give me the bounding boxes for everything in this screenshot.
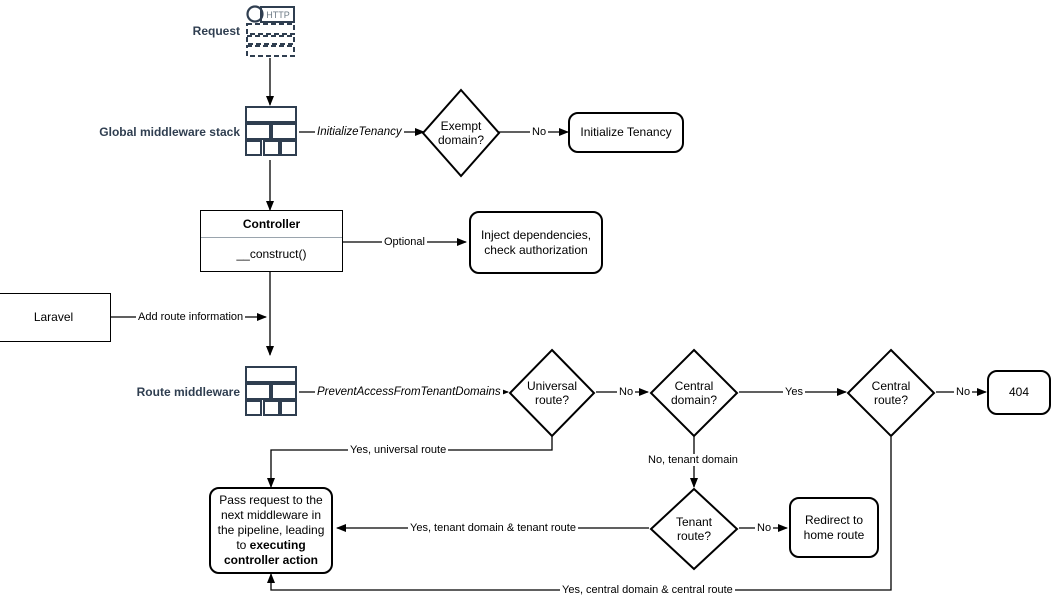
decision-exempt-domain-text: Exempt domain?: [421, 88, 501, 178]
edge-label-universal-no: No: [617, 386, 636, 398]
decision-central-route-text: Central route?: [846, 348, 936, 438]
node-pass-request-line4-prefix: to: [236, 538, 250, 552]
node-laravel-label: Laravel: [33, 310, 74, 324]
edge-label-optional: Optional: [382, 236, 427, 248]
node-404[interactable]: 404: [987, 370, 1051, 415]
node-controller-method: __construct(): [236, 247, 307, 261]
node-controller[interactable]: Controller __construct(): [200, 210, 343, 272]
request-label: Request: [192, 24, 240, 38]
node-redirect-home[interactable]: Redirect to home route: [789, 497, 879, 558]
node-pass-request-text: Pass request to the next middleware in t…: [218, 493, 325, 568]
decision-tenant-route-text: Tenant route?: [649, 487, 739, 571]
edge-label-prevent-access: PreventAccessFromTenantDomains: [315, 386, 503, 398]
node-laravel[interactable]: Laravel: [0, 293, 111, 342]
decision-universal-route-text: Universal route?: [508, 348, 596, 438]
edge-label-yes-tenant-domain-tenant-route: Yes, tenant domain & tenant route: [408, 522, 578, 534]
decision-central-route[interactable]: Central route?: [846, 348, 936, 438]
node-pass-request-line3: the pipeline, leading: [217, 523, 325, 537]
decision-tenant-route[interactable]: Tenant route?: [649, 487, 739, 571]
node-controller-title: Controller: [201, 211, 342, 238]
node-initialize-tenancy-label: Initialize Tenancy: [580, 125, 672, 139]
decision-central-domain-line: Central domain?: [670, 378, 718, 407]
decision-central-route-line: Central route?: [871, 378, 911, 407]
edge-label-central-route-no: No: [954, 386, 973, 398]
decision-exempt-domain-line: Exempt domain?: [437, 118, 485, 147]
node-404-label: 404: [1008, 385, 1030, 399]
global-middleware-stack-label: Global middleware stack: [99, 125, 240, 139]
decision-central-domain[interactable]: Central domain?: [649, 348, 739, 438]
edge-label-yes-central-domain-central-route: Yes, central domain & central route: [560, 584, 735, 596]
middleware-stack-icon-global: [245, 106, 297, 156]
edge-label-yes-universal-route: Yes, universal route: [348, 444, 449, 456]
middleware-stack-icon-route: [245, 366, 297, 416]
edge-label-no-tenant-domain: No, tenant domain: [646, 454, 740, 466]
decision-tenant-route-line: Tenant route?: [675, 514, 713, 543]
node-pass-request-bold1: executing: [249, 538, 306, 552]
node-pass-request-line2: next middleware in: [220, 508, 322, 522]
node-redirect-home-label: Redirect to home route: [803, 512, 865, 542]
http-request-icon: HTTP: [246, 4, 296, 58]
edge-label-exempt-no: No: [530, 126, 549, 138]
decision-universal-route-line: Universal route?: [526, 378, 577, 407]
edge-label-tenant-route-no: No: [755, 522, 774, 534]
decision-central-domain-text: Central domain?: [649, 348, 739, 438]
http-icon-label: HTTP: [266, 9, 290, 20]
node-pass-request-bold2: controller action: [223, 553, 318, 567]
decision-exempt-domain[interactable]: Exempt domain?: [421, 88, 501, 178]
node-inject-dependencies[interactable]: Inject dependencies, check authorization: [469, 211, 603, 274]
edge-label-add-route-information: Add route information: [136, 311, 246, 323]
node-inject-dependencies-label: Inject dependencies, check authorization: [480, 227, 592, 257]
edge-label-initialize-tenancy: InitializeTenancy: [315, 126, 404, 138]
node-initialize-tenancy[interactable]: Initialize Tenancy: [568, 112, 684, 153]
node-pass-request[interactable]: Pass request to the next middleware in t…: [209, 487, 333, 574]
route-middleware-label: Route middleware: [136, 385, 240, 399]
edge-label-central-domain-yes: Yes: [783, 386, 805, 398]
node-pass-request-line1: Pass request to the: [219, 493, 323, 507]
decision-universal-route[interactable]: Universal route?: [508, 348, 596, 438]
